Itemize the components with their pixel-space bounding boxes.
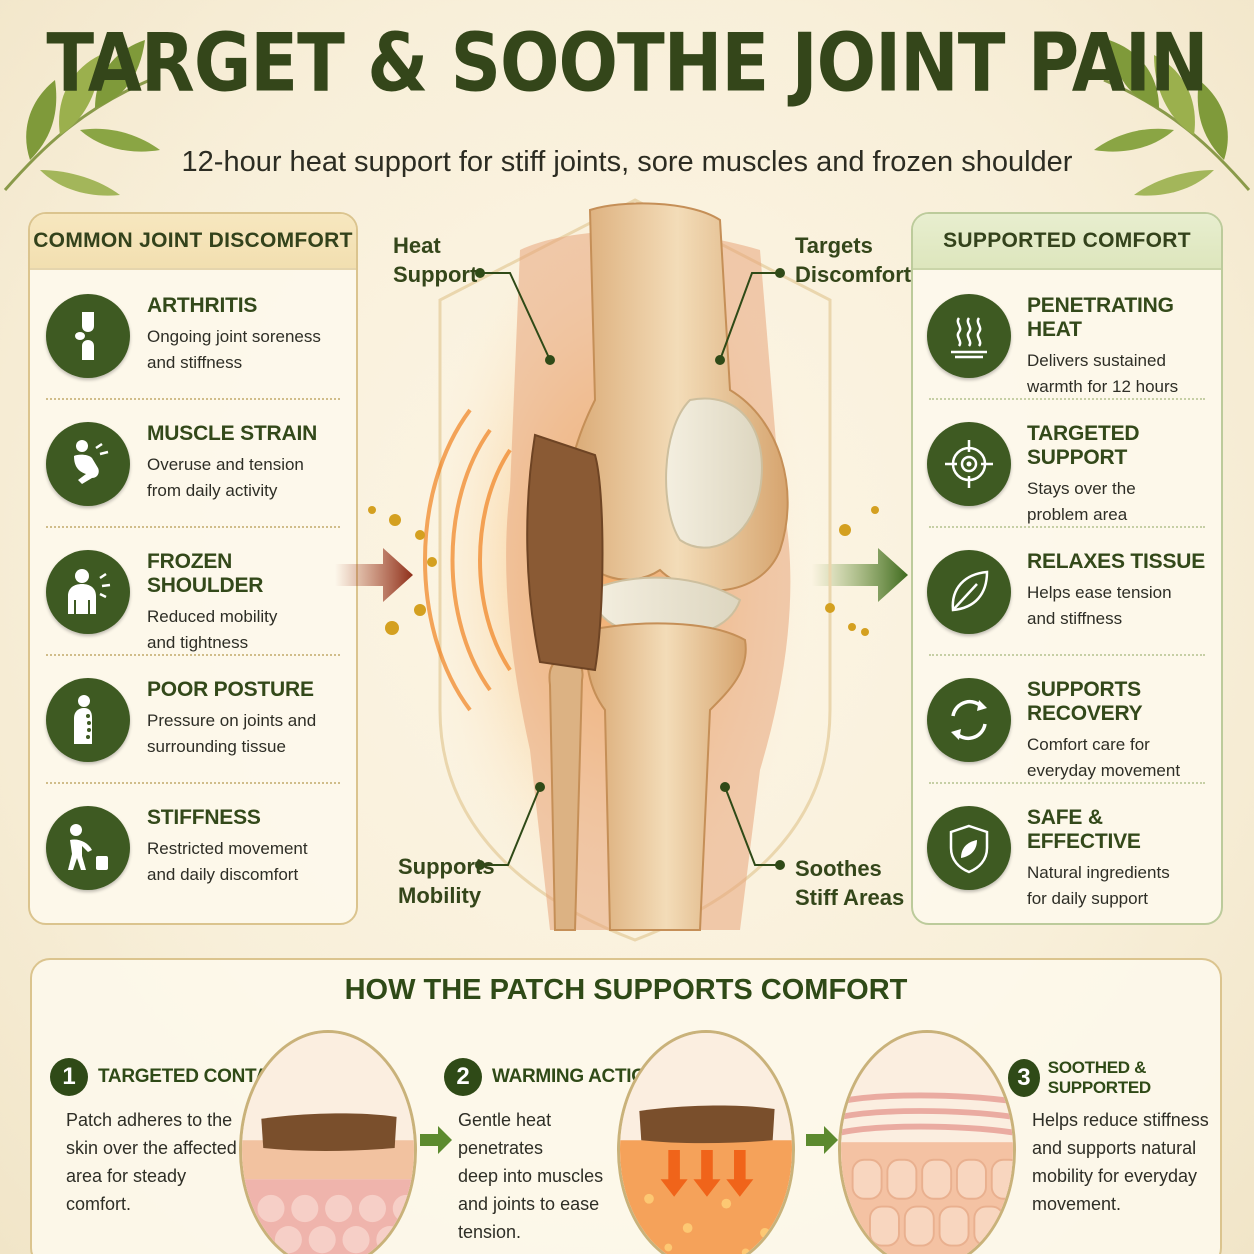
item-desc-line: and stiffness xyxy=(1027,609,1123,628)
item-desc-line: Ongoing joint soreness xyxy=(147,327,321,346)
right-panel-title: SUPPORTED COMFORT xyxy=(913,214,1221,270)
section-title: HOW THE PATCH SUPPORTS COMFORT xyxy=(344,974,908,1006)
step-title: SOOTHED & SUPPORTED xyxy=(1047,1058,1151,1097)
item-desc-line: Natural ingredients xyxy=(1027,863,1170,882)
item-desc-line: everyday movement xyxy=(1027,761,1181,780)
item-desc-line: and daily discomfort xyxy=(147,865,299,884)
list-item-supports-recovery: SUPPORTS RECOVERY Comfort care for every… xyxy=(913,656,1221,784)
list-item-penetrating-heat: PENETRATING HEAT Delivers sustained warm… xyxy=(913,272,1221,400)
item-title: FROZEN SHOULDER xyxy=(147,550,264,597)
list-item-safe-effective: SAFE & EFFECTIVE Natural ingredients for… xyxy=(913,784,1221,912)
shield-leaf-icon xyxy=(927,806,1011,890)
bent-person-icon xyxy=(46,806,130,890)
shoulder-pain-icon xyxy=(46,550,130,634)
list-item-arthritis: ARTHRITIS Ongoing joint soreness and sti… xyxy=(30,272,356,400)
step-3-description: Helps reduce stiffness and supports natu… xyxy=(1032,1110,1209,1214)
item-title: PENETRATING HEAT xyxy=(1027,294,1174,341)
target-icon xyxy=(927,422,1011,506)
step-number: 3 xyxy=(1008,1059,1040,1097)
step-arrow-icon xyxy=(806,1126,838,1154)
spine-posture-icon xyxy=(46,678,130,762)
step-number: 2 xyxy=(444,1058,482,1096)
green-arrow-icon xyxy=(812,548,908,602)
list-item-relaxes-tissue: RELAXES TISSUE Helps ease tension and st… xyxy=(913,528,1221,656)
item-title: ARTHRITIS xyxy=(147,294,258,317)
item-desc-line: Delivers sustained xyxy=(1027,351,1166,370)
supported-comfort-panel: SUPPORTED COMFORT PENETRATING HEAT Deliv… xyxy=(911,212,1223,925)
item-desc-line: Pressure on joints and xyxy=(147,711,317,730)
recovery-cycle-icon xyxy=(927,678,1011,762)
item-desc-line: Restricted movement xyxy=(147,839,308,858)
step-1-description: Patch adheres to the skin over the affec… xyxy=(66,1110,237,1214)
step-title: TARGETED CONTACT xyxy=(98,1066,294,1087)
leaf-icon xyxy=(927,550,1011,634)
how-patch-works-section: HOW THE PATCH SUPPORTS COMFORT 1 TARGETE… xyxy=(30,958,1222,1254)
item-title: SAFE & EFFECTIVE xyxy=(1027,806,1141,853)
item-title: POOR POSTURE xyxy=(147,678,314,701)
page-title: TARGET & SOOTHE JOINT PAIN xyxy=(46,15,1208,111)
item-title: SUPPORTS RECOVERY xyxy=(1027,678,1143,725)
step-2-description: Gentle heat penetrates deep into muscles… xyxy=(458,1110,604,1242)
left-leaves-decoration xyxy=(3,40,160,196)
list-item-poor-posture: POOR POSTURE Pressure on joints and surr… xyxy=(30,656,356,784)
item-desc-line: warmth for 12 hours xyxy=(1027,377,1179,396)
item-title: STIFFNESS xyxy=(147,806,261,829)
knee-joint-icon xyxy=(46,294,130,378)
common-joint-discomfort-panel: COMMON JOINT DISCOMFORT ARTHRITIS Ongoin… xyxy=(28,212,358,925)
item-desc-line: Comfort care for xyxy=(1027,735,1150,754)
right-leaves-decoration xyxy=(1094,40,1251,196)
item-desc-line: surrounding tissue xyxy=(147,737,286,756)
left-panel-title: COMMON JOINT DISCOMFORT xyxy=(30,214,356,270)
knee-joint-image xyxy=(368,198,879,942)
item-desc-line: problem area xyxy=(1027,505,1128,524)
step-number: 1 xyxy=(50,1058,88,1096)
list-item-muscle-strain: MUSCLE STRAIN Overuse and tension from d… xyxy=(30,400,356,528)
item-title: TARGETED SUPPORT xyxy=(1027,422,1140,469)
step-1-header: 1 TARGETED CONTACT xyxy=(50,1058,293,1096)
step-3-header: 3 SOOTHED & SUPPORTED xyxy=(1008,1058,1220,1098)
list-item-stiffness: STIFFNESS Restricted movement and daily … xyxy=(30,784,356,912)
step-2-illustration xyxy=(617,1030,795,1254)
item-desc-line: and stiffness xyxy=(147,353,243,372)
muscle-strain-icon xyxy=(46,422,130,506)
heat-waves-icon xyxy=(927,294,1011,378)
step-title: WARMING ACTION xyxy=(492,1066,660,1087)
step-1-illustration xyxy=(239,1030,417,1254)
step-3-illustration xyxy=(838,1030,1016,1254)
page-subtitle: 12-hour heat support for stiff joints, s… xyxy=(181,146,1073,178)
item-desc-line: for daily support xyxy=(1027,889,1148,908)
item-desc-line: Stays over the xyxy=(1027,479,1136,498)
item-title: MUSCLE STRAIN xyxy=(147,422,318,445)
red-arrow-icon xyxy=(335,548,413,602)
knee-illustration xyxy=(360,190,910,950)
item-title: RELAXES TISSUE xyxy=(1027,550,1206,573)
item-desc-line: Reduced mobility xyxy=(147,607,278,626)
item-desc-line: from daily activity xyxy=(147,481,278,500)
list-item-targeted-support: TARGETED SUPPORT Stays over the problem … xyxy=(913,400,1221,528)
step-arrow-icon xyxy=(420,1126,452,1154)
list-item-frozen-shoulder: FROZEN SHOULDER Reduced mobility and tig… xyxy=(30,528,356,656)
item-desc-line: and tightness xyxy=(147,633,249,652)
item-desc-line: Helps ease tension xyxy=(1027,583,1172,602)
item-desc-line: Overuse and tension xyxy=(147,455,304,474)
step-2-header: 2 WARMING ACTION xyxy=(444,1058,659,1096)
